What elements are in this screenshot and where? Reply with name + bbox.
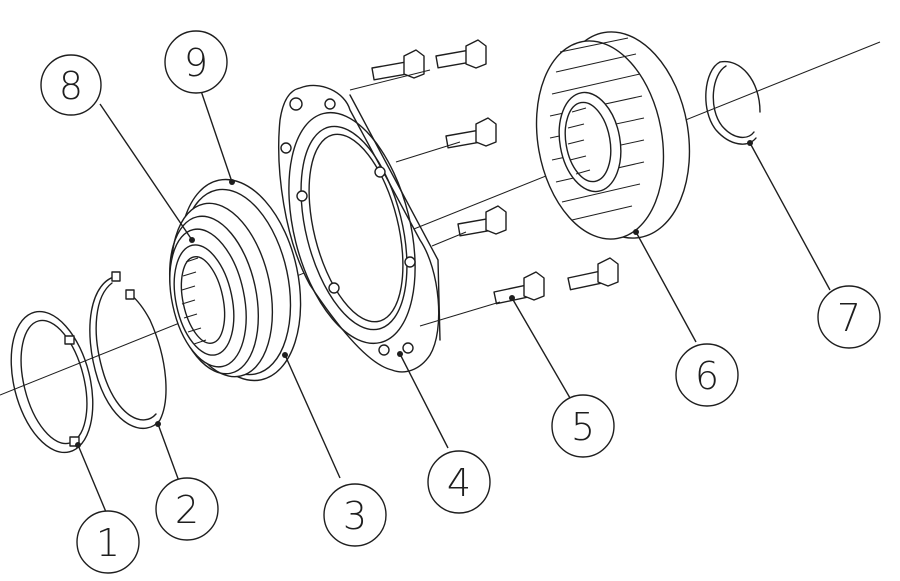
part-3-splined-hub: [168, 178, 302, 382]
callout-3: 3: [323, 483, 387, 547]
part-5-bolts: [349, 39, 619, 327]
callout-4: 4: [427, 450, 491, 514]
callout-7: 7: [817, 285, 881, 349]
part-7-circlip: [705, 60, 761, 145]
callout-1-label: 1: [96, 521, 120, 565]
callout-8: 8: [40, 54, 102, 116]
bolt-1: [371, 49, 425, 81]
callout-4-label: 4: [447, 461, 471, 505]
bolt-5: [493, 271, 545, 305]
callout-6-label: 6: [695, 354, 719, 398]
leader-lines: [75, 81, 831, 513]
callout-2: 2: [155, 477, 219, 541]
callout-1: 1: [76, 510, 140, 574]
part-4-flange-housing: [278, 84, 441, 373]
callout-2-label: 2: [175, 488, 199, 532]
bolt-2: [435, 39, 487, 69]
part-1-washer: [10, 310, 94, 454]
bolt-3: [445, 117, 497, 149]
callout-5: 5: [551, 394, 615, 458]
callout-9: 9: [164, 30, 228, 94]
callout-8-label: 8: [59, 64, 83, 108]
callout-7-label: 7: [837, 296, 861, 340]
bolt-6: [567, 257, 619, 291]
bolt-4: [457, 205, 507, 237]
part-2-snap-ring: [89, 271, 167, 429]
callout-3-label: 3: [343, 494, 367, 538]
callout-5-label: 5: [571, 405, 595, 449]
callout-9-label: 9: [184, 41, 208, 85]
center-axis: [0, 41, 881, 396]
part-6-gear: [535, 31, 691, 240]
callout-6: 6: [675, 343, 739, 407]
